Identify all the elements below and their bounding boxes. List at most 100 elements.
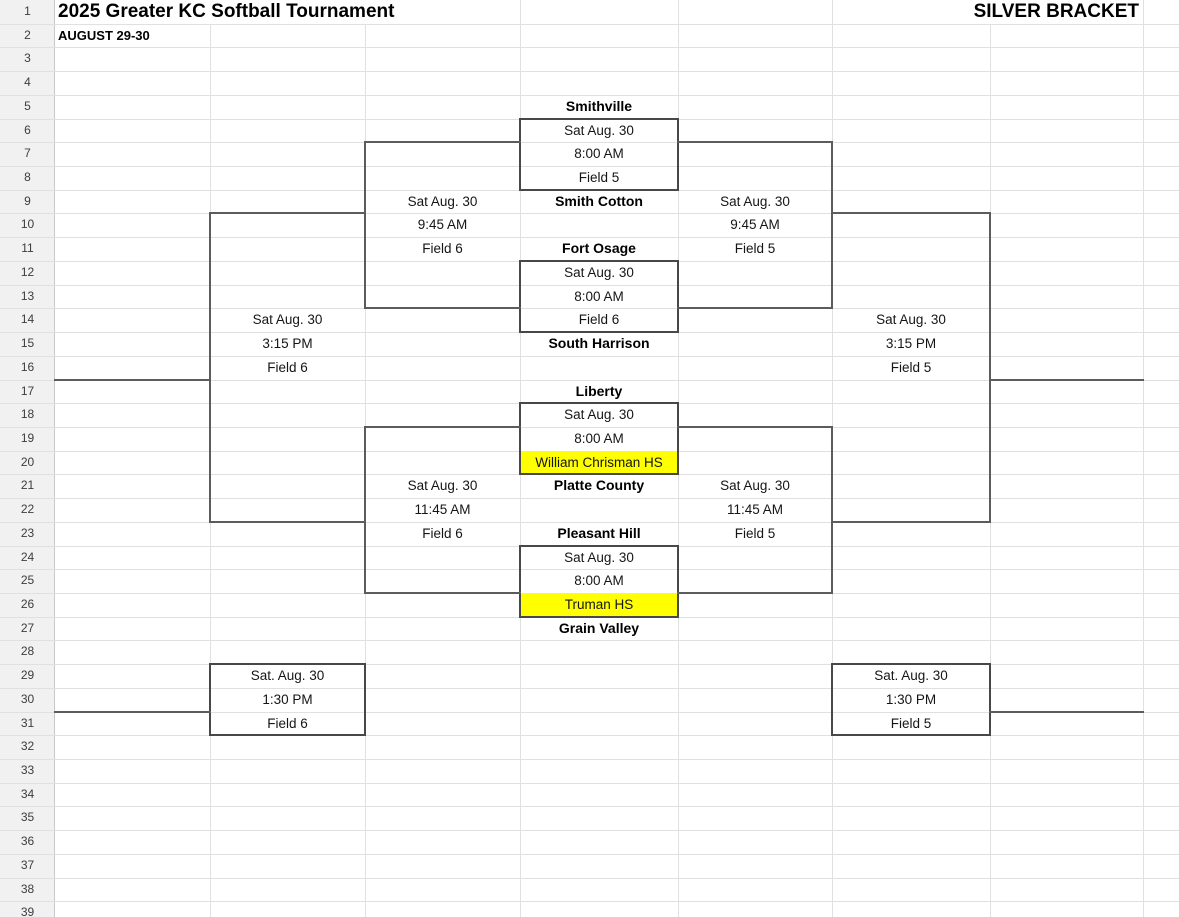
right-semi1-date[interactable]: Sat Aug. 30	[720, 193, 790, 209]
winners-semi1-time[interactable]: 9:45 AM	[417, 217, 468, 233]
right-semi2-date[interactable]: Sat Aug. 30	[720, 478, 790, 494]
winners-semi2-date[interactable]: Sat Aug. 30	[407, 478, 478, 494]
row-header-19[interactable]: 19	[20, 430, 35, 445]
row-header-23[interactable]: 23	[20, 525, 35, 540]
consolation-right-field[interactable]: Field 5	[890, 715, 932, 731]
row-header-37[interactable]: 37	[20, 857, 35, 872]
row-header-1[interactable]: 1	[24, 4, 31, 18]
h-gridline	[0, 687, 1179, 689]
h-gridline	[0, 237, 1179, 239]
game3-location-highlighted[interactable]: William Chrisman HS	[520, 450, 678, 475]
game4-time[interactable]: 8:00 AM	[574, 573, 624, 589]
h-gridline	[0, 640, 1179, 642]
row-header-7[interactable]: 7	[24, 146, 31, 161]
h-gridline	[0, 355, 1179, 357]
row-header-13[interactable]: 13	[20, 288, 35, 303]
right-feed-game3	[677, 425, 833, 428]
team-grain-valley[interactable]: Grain Valley	[558, 619, 640, 636]
winners-semi1-date[interactable]: Sat Aug. 30	[407, 193, 478, 209]
row-header-2[interactable]: 2	[24, 27, 31, 42]
game4-date[interactable]: Sat Aug. 30	[564, 549, 634, 565]
row-header-20[interactable]: 20	[20, 454, 35, 469]
row-header-38[interactable]: 38	[20, 881, 35, 896]
right-semi1-time[interactable]: 9:45 AM	[730, 217, 780, 233]
game4-location-highlighted[interactable]: Truman HS	[520, 593, 678, 617]
winners-semi2-time[interactable]: 11:45 AM	[414, 502, 471, 518]
row-header-15[interactable]: 15	[20, 336, 35, 351]
right-final-time[interactable]: 3:15 PM	[885, 336, 937, 352]
row-header-11[interactable]: 11	[21, 241, 34, 256]
winners-semi2-field[interactable]: Field 6	[422, 525, 463, 541]
game1-box	[519, 117, 679, 191]
team-smithville[interactable]: Smithville	[565, 97, 633, 114]
row-header-27[interactable]: 27	[20, 620, 35, 635]
row-header-33[interactable]: 33	[20, 763, 35, 778]
winners-semi1-field[interactable]: Field 6	[422, 241, 463, 257]
right-final-field[interactable]: Field 5	[890, 359, 932, 375]
game2-field[interactable]: Field 6	[578, 312, 620, 328]
row-header-17[interactable]: 17	[20, 383, 35, 398]
right-semi2-time[interactable]: 11:45 AM	[726, 502, 784, 518]
row-header-9[interactable]: 9	[24, 193, 31, 208]
consolation-left-time[interactable]: 1:30 PM	[262, 691, 313, 707]
team-pleasant-hill[interactable]: Pleasant Hill	[557, 524, 641, 541]
v-gridline	[1143, 0, 1144, 917]
row-header-26[interactable]: 26	[20, 597, 35, 611]
game2-time[interactable]: 8:00 AM	[574, 288, 624, 304]
row-header-4[interactable]: 4	[24, 75, 31, 90]
date-range-cell[interactable]: AUGUST 29-30	[58, 27, 150, 43]
row-header-32[interactable]: 32	[20, 739, 35, 754]
team-liberty[interactable]: Liberty	[575, 382, 623, 399]
team-platte-county[interactable]: Platte County	[553, 477, 645, 494]
row-header-16[interactable]: 16	[20, 359, 35, 374]
bracket-label-cell[interactable]: SILVER BRACKET	[973, 1, 1139, 22]
row-header-10[interactable]: 10	[20, 217, 35, 232]
consolation-left-box	[209, 663, 366, 737]
row-header-5[interactable]: 5	[24, 98, 31, 113]
row-header-29[interactable]: 29	[20, 668, 35, 683]
game1-field[interactable]: Field 5	[578, 170, 620, 186]
right-final-date[interactable]: Sat Aug. 30	[876, 312, 946, 328]
team-fort-osage[interactable]: Fort Osage	[562, 240, 636, 257]
h-gridline	[0, 569, 1179, 571]
row-header-21[interactable]: 21	[20, 478, 35, 493]
game2-date[interactable]: Sat Aug. 30	[564, 264, 634, 280]
game1-time[interactable]: 8:00 AM	[574, 146, 624, 162]
right-semi1-field[interactable]: Field 5	[734, 241, 776, 257]
sheet-title-cell[interactable]: 2025 Greater KC Softball Tournament	[58, 1, 395, 22]
row-header-18[interactable]: 18	[20, 407, 35, 422]
row-header-31[interactable]: 31	[20, 715, 35, 730]
game3-date[interactable]: Sat Aug. 30	[564, 407, 634, 423]
row-header-14[interactable]: 14	[20, 312, 35, 327]
h-gridline	[0, 806, 1179, 808]
left-final-field[interactable]: Field 6	[267, 359, 308, 375]
right-semi1-advance	[831, 212, 991, 215]
right-semi2-field[interactable]: Field 5	[734, 525, 776, 541]
consolation-left-date[interactable]: Sat. Aug. 30	[250, 668, 325, 684]
row-header-35[interactable]: 35	[20, 810, 35, 825]
row-header-30[interactable]: 30	[20, 691, 35, 706]
row-header-28[interactable]: 28	[20, 644, 35, 659]
consolation-right-date[interactable]: Sat. Aug. 30	[874, 668, 948, 684]
h-gridline	[0, 521, 1179, 523]
row-header-39[interactable]: 39	[20, 905, 35, 917]
right-final-advance	[989, 378, 1144, 381]
row-header-34[interactable]: 34	[20, 786, 35, 801]
row-header-8[interactable]: 8	[24, 170, 31, 185]
left-final-time[interactable]: 3:15 PM	[262, 336, 313, 352]
row-header-24[interactable]: 24	[20, 549, 35, 564]
row-header-22[interactable]: 22	[20, 502, 35, 517]
left-final-date[interactable]: Sat Aug. 30	[252, 312, 323, 328]
h-gridline	[0, 711, 1179, 713]
game1-date[interactable]: Sat Aug. 30	[564, 122, 634, 138]
row-header-3[interactable]: 3	[24, 51, 31, 66]
row-header-6[interactable]: 6	[24, 122, 31, 137]
row-header-25[interactable]: 25	[20, 573, 35, 588]
consolation-right-time[interactable]: 1:30 PM	[885, 691, 937, 707]
row-header-12[interactable]: 12	[20, 264, 35, 279]
row-header-36[interactable]: 36	[20, 834, 35, 849]
game3-time[interactable]: 8:00 AM	[574, 430, 624, 446]
team-south-harrison[interactable]: South Harrison	[548, 335, 650, 352]
team-smith-cotton[interactable]: Smith Cotton	[555, 192, 643, 209]
consolation-left-field[interactable]: Field 6	[267, 715, 308, 731]
